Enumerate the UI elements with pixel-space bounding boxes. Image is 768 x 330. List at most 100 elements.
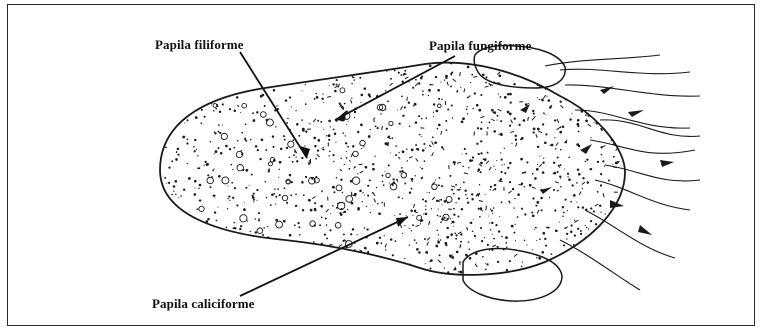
papilla-dot	[514, 198, 515, 199]
papilla-dot	[279, 82, 282, 85]
papilla-dot	[476, 143, 478, 145]
papilla-dot	[397, 59, 399, 61]
papilla-dot	[199, 200, 201, 202]
papilla-dot	[302, 209, 304, 211]
papilla-dot	[251, 64, 253, 66]
papilla-dot	[496, 160, 497, 161]
papilla-dot	[226, 227, 228, 229]
papilla-dot	[214, 153, 215, 154]
papilla-dash	[603, 193, 604, 197]
papilla-dot	[313, 241, 315, 243]
papilla-dot	[532, 249, 533, 250]
papilla-dot	[524, 240, 525, 241]
papilla-dot	[600, 82, 602, 84]
papilla-dot	[586, 159, 588, 161]
papilla-dot	[313, 137, 316, 140]
papilla-dot	[406, 215, 407, 216]
papilla-dot	[338, 65, 339, 66]
papilla-dot	[590, 168, 592, 170]
papilla-dot	[535, 227, 537, 229]
papilla-dot	[421, 136, 422, 137]
papilla-dot	[395, 154, 397, 156]
papilla-dot	[412, 215, 413, 216]
papilla-dot	[233, 222, 235, 224]
papilla-dot	[172, 72, 174, 74]
papilla-dot	[467, 202, 469, 204]
papilla-dot	[421, 168, 423, 170]
papilla-dot	[574, 255, 577, 258]
papilla-dot	[546, 96, 547, 97]
papilla-dot	[542, 81, 543, 82]
papilla-dot	[159, 262, 161, 264]
papilla-dot	[168, 260, 170, 262]
papilla-dot	[536, 201, 539, 204]
papilla-dot	[232, 228, 233, 229]
papilla-dot	[280, 246, 283, 249]
papilla-dot	[582, 188, 583, 189]
papilla-dot	[364, 265, 365, 266]
papilla-dot	[626, 101, 628, 103]
papilla-dot	[629, 257, 630, 258]
papilla-dot	[425, 148, 426, 149]
papilla-dot	[438, 177, 440, 179]
papilla-dot	[343, 132, 345, 134]
papilla-dot	[619, 84, 621, 86]
papilla-dot	[499, 216, 500, 217]
papilla-dot	[277, 188, 279, 190]
papilla-dot	[489, 122, 491, 124]
papilla-dot	[603, 104, 606, 107]
papilla-dot	[379, 237, 381, 239]
papilla-dot	[181, 241, 184, 244]
papilla-dot	[335, 256, 336, 257]
papilla-dot	[182, 262, 184, 264]
papilla-dot	[250, 139, 252, 141]
papilla-dot	[620, 104, 621, 105]
papilla-dot	[456, 234, 458, 236]
papilla-dot	[183, 189, 185, 191]
papilla-dot	[545, 245, 547, 247]
papilla-dot	[243, 76, 245, 78]
papilla-dash	[407, 97, 408, 101]
papilla-dot	[566, 259, 568, 261]
papilla-dot	[290, 194, 292, 196]
papilla-dot	[524, 213, 526, 215]
papilla-dot	[411, 149, 414, 152]
papilla-dash	[432, 197, 435, 200]
papilla-dot	[267, 60, 270, 63]
papilla-dot	[603, 273, 604, 274]
papilla-dot	[528, 103, 529, 104]
papilla-dot	[462, 117, 465, 120]
papilla-dot	[577, 168, 579, 170]
papilla-dot	[471, 74, 473, 76]
papilla-dot	[392, 178, 394, 180]
papilla-dot	[340, 169, 341, 170]
papilla-dot	[205, 88, 208, 91]
papilla-dot	[557, 190, 559, 192]
papilla-dot	[412, 87, 414, 89]
papilla-dot	[458, 271, 460, 273]
papilla-dot	[623, 262, 625, 264]
papilla-dot	[317, 149, 319, 151]
papilla-dot	[168, 182, 170, 184]
papilla-dot	[490, 229, 492, 231]
papilla-dot	[295, 156, 296, 157]
papilla-dot	[244, 138, 246, 140]
papilla-dot	[348, 121, 349, 122]
papilla-dot	[588, 89, 590, 91]
papilla-circle	[282, 195, 287, 200]
papilla-dot	[320, 270, 322, 272]
papilla-dot	[347, 146, 349, 148]
papilla-dot	[323, 74, 326, 77]
papilla-dot	[264, 105, 266, 107]
papilla-dot	[625, 63, 627, 65]
papilla-dot	[540, 197, 543, 200]
papilla-dot	[492, 233, 493, 234]
papilla-dot	[450, 85, 452, 87]
papilla-dot	[498, 93, 499, 94]
papilla-dot	[164, 114, 165, 115]
papilla-dot	[352, 145, 354, 147]
papilla-dot	[427, 253, 428, 254]
papilla-dot	[189, 73, 192, 76]
papilla-dot	[168, 270, 170, 272]
papilla-dot	[276, 105, 277, 106]
